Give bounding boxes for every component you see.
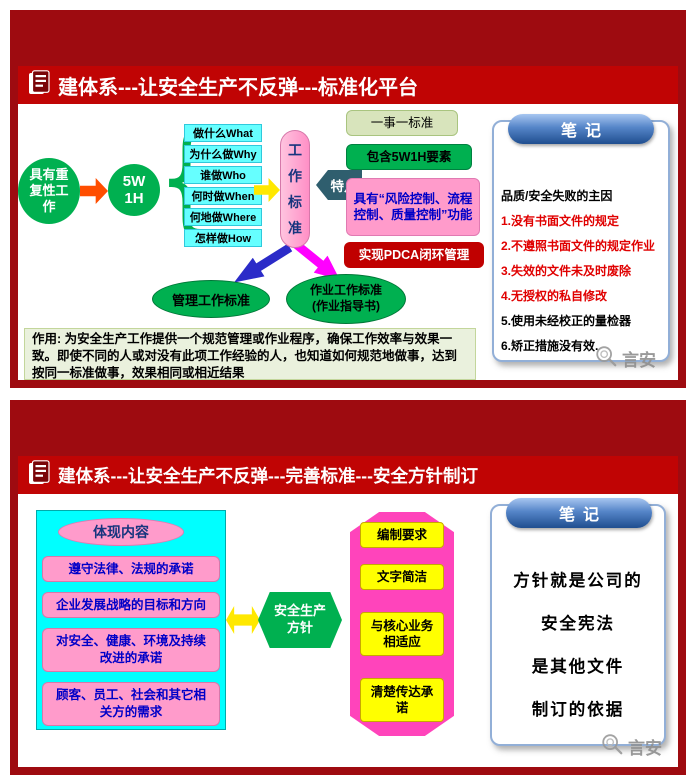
feature-box: 实现PDCA闭环管理 — [344, 242, 484, 268]
notes-body: 方针就是公司的 安全宪法 是其他文件 制订的依据 — [492, 506, 664, 732]
slide-1-titlebar: 建体系---让安全生产不反弹---标准化平台 — [18, 66, 678, 104]
slide-1-content: 具有重复性工作 5W 1H { 做什么What 为什么做Why 谁做Who 何时… — [18, 104, 678, 380]
note-line: 2.不遵照书面文件的规定作业 — [501, 239, 656, 253]
watermark: 言安 — [594, 344, 656, 373]
operation-standard-line2: (作业指导书) — [312, 299, 380, 313]
slide-1-panel: 建体系---让安全生产不反弹---标准化平台 具有重复性工作 5W 1H { 做… — [18, 66, 678, 380]
requirement-header-box: 编制要求 — [360, 522, 444, 548]
watermark-text: 言安 — [622, 351, 656, 370]
notes-header: 笔记 — [506, 498, 652, 528]
question-box: 为什么做Why — [184, 145, 262, 163]
policy-line1: 安全生产 — [273, 603, 326, 619]
safety-policy-hexagon: 安全生产 方针 — [258, 592, 342, 648]
repetitive-work-label: 具有重复性工作 — [29, 166, 69, 215]
note-line: 6.矫正措施没有效. — [501, 339, 599, 353]
policy-item: 对安全、健康、环境及持续改进的承诺 — [42, 628, 220, 672]
work-standard-label: 工作标准 — [288, 142, 302, 236]
book-icon — [28, 459, 50, 491]
magnifier-icon — [600, 732, 624, 761]
1h-label: 1H — [124, 190, 144, 207]
management-standard-ellipse: 管理工作标准 — [152, 280, 270, 318]
note-line: 是其他文件 — [531, 658, 625, 676]
policy-line2: 方针 — [286, 620, 313, 635]
watermark: 言安 — [600, 732, 662, 761]
note-line: 3.失效的文件未及时废除 — [501, 264, 632, 278]
note-line: 品质/安全失败的主因 — [501, 189, 613, 203]
book-icon — [28, 69, 50, 101]
magnifier-icon — [594, 344, 618, 373]
question-box: 何时做When — [184, 187, 262, 205]
notes-panel: 品质/安全失败的主因 1.没有书面文件的规定 2.不遵照书面文件的规定作业 3.… — [492, 120, 670, 362]
notes-panel: 方针就是公司的 安全宪法 是其他文件 制订的依据 — [490, 504, 666, 746]
slide-2-content: 体现内容 遵守法律、法规的承诺 企业发展战略的目标和方向 对安全、健康、环境及持… — [18, 494, 678, 767]
policy-item: 企业发展战略的目标和方向 — [42, 592, 220, 618]
requirement-box: 与核心业务相适应 — [360, 612, 444, 656]
note-line: 4.无授权的私自修改 — [501, 289, 608, 303]
5w1h-circle: 5W 1H — [108, 164, 160, 216]
slide-standardization-platform: 建体系---让安全生产不反弹---标准化平台 具有重复性工作 5W 1H { 做… — [10, 10, 686, 388]
role-description: 作用: 为安全生产工作提供一个规范管理或作业程序，确保工作效率与效果一致。即使不… — [24, 328, 476, 380]
slide-2-panel: 建体系---让安全生产不反弹---完善标准---安全方针制订 体现内容 遵守法律… — [18, 456, 678, 767]
note-line: 5.使用未经校正的量检器 — [501, 314, 632, 328]
policy-item: 遵守法律、法规的承诺 — [42, 556, 220, 582]
note-line: 1.没有书面文件的规定 — [501, 214, 620, 228]
5w-label: 5W — [122, 172, 146, 190]
watermark-text: 言安 — [628, 739, 662, 758]
slide-1-title: 建体系---让安全生产不反弹---标准化平台 — [58, 76, 418, 99]
notes-body: 品质/安全失败的主因 1.没有书面文件的规定 2.不遵照书面文件的规定作业 3.… — [494, 122, 668, 359]
slide-2-titlebar: 建体系---让安全生产不反弹---完善标准---安全方针制订 — [18, 456, 678, 494]
requirement-box: 文字简洁 — [360, 564, 444, 590]
slide-2-title: 建体系---让安全生产不反弹---完善标准---安全方针制订 — [58, 465, 478, 486]
feature-box: 一事一标准 — [346, 110, 458, 136]
repetitive-work-ellipse: 具有重复性工作 — [18, 158, 80, 224]
note-line: 安全宪法 — [541, 615, 615, 633]
slide-safety-policy: 建体系---让安全生产不反弹---完善标准---安全方针制订 体现内容 遵守法律… — [10, 400, 686, 775]
work-standard-capsule: 工作标准 — [280, 130, 310, 248]
curly-brace-icon: { — [158, 112, 214, 242]
question-box: 怎样做How — [184, 229, 262, 247]
arrow-right-orange-icon — [80, 178, 108, 204]
requirement-box: 清楚传达承诺 — [360, 678, 444, 722]
question-box: 谁做Who — [184, 166, 262, 184]
question-box: 何地做Where — [184, 208, 262, 226]
feature-box: 具有“风险控制、流程控制、质量控制”功能 — [346, 178, 480, 236]
notes-header: 笔记 — [508, 114, 654, 144]
policy-item: 顾客、员工、社会和其它相关方的需求 — [42, 682, 220, 726]
note-line: 制订的依据 — [531, 701, 625, 719]
question-box: 做什么What — [184, 124, 262, 142]
note-line: 方针就是公司的 — [513, 572, 643, 590]
feature-box: 包含5W1H要素 — [346, 144, 472, 170]
operation-standard-line1: 作业工作标准 — [309, 283, 382, 298]
content-header-ellipse: 体现内容 — [58, 518, 184, 546]
double-arrow-icon — [226, 606, 260, 634]
operation-standard-ellipse: 作业工作标准 (作业指导书) — [286, 274, 406, 324]
